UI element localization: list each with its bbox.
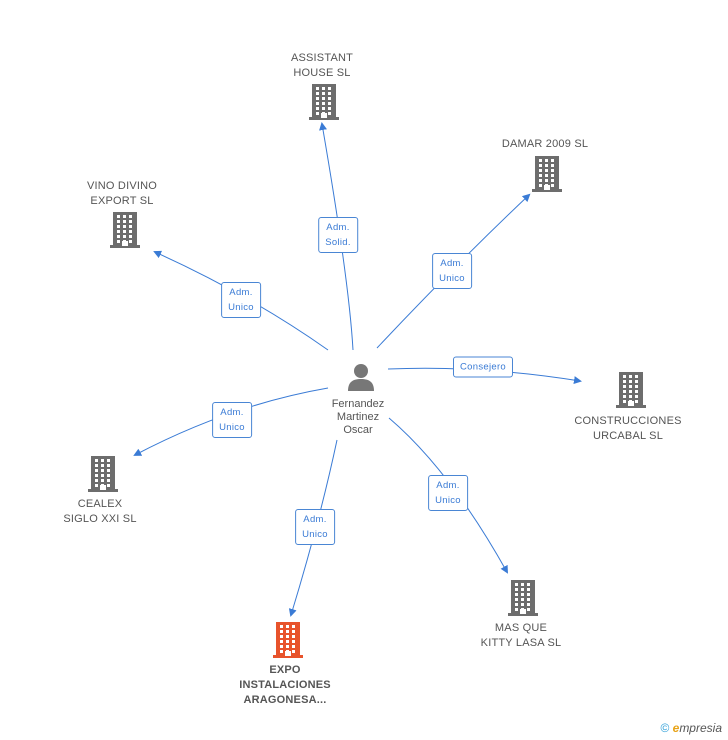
footer-brand: © empresia [660, 721, 722, 735]
building-icon[interactable] [616, 372, 646, 413]
role-tag-masque: Adm. Unico [428, 475, 468, 511]
center-person-name[interactable]: Fernandez Martinez Oscar [331, 398, 385, 436]
role-tag-vino: Adm. Unico [221, 282, 261, 318]
company-name-cealex[interactable]: CEALEX SIGLO XXI SL [63, 498, 137, 525]
company-name-expo[interactable]: EXPO INSTALACIONES ARAGONESA... [239, 664, 331, 706]
building-icon[interactable] [88, 456, 118, 497]
building-icon[interactable] [309, 84, 339, 125]
role-tag-damar: Adm. Unico [432, 253, 472, 289]
company-name-masque[interactable]: MAS QUE KITTY LASA SL [480, 622, 562, 649]
building-icon[interactable] [110, 212, 140, 253]
role-tag-expo: Adm. Unico [295, 509, 335, 545]
company-name-construcciones[interactable]: CONSTRUCCIONES URCABAL SL [574, 415, 682, 442]
edge-assistant [319, 122, 354, 351]
building-icon[interactable] [508, 580, 538, 621]
company-name-damar[interactable]: DAMAR 2009 SL [501, 138, 589, 150]
building-icon[interactable] [273, 622, 303, 663]
company-name-vino[interactable]: VINO DIVINO EXPORT SL [86, 180, 158, 207]
role-tag-assistant: Adm. Solid. [318, 217, 358, 253]
role-tag-construcciones: Consejero [452, 356, 514, 378]
role-tag-cealex: Adm. Unico [212, 402, 252, 438]
company-name-assistant[interactable]: ASSISTANT HOUSE SL [290, 52, 354, 79]
copyright-icon: © [660, 721, 670, 735]
brand-name: mpresia [679, 721, 722, 735]
building-icon[interactable] [532, 156, 562, 197]
brand-logo-e: e [672, 721, 680, 735]
person-icon[interactable] [346, 362, 376, 397]
